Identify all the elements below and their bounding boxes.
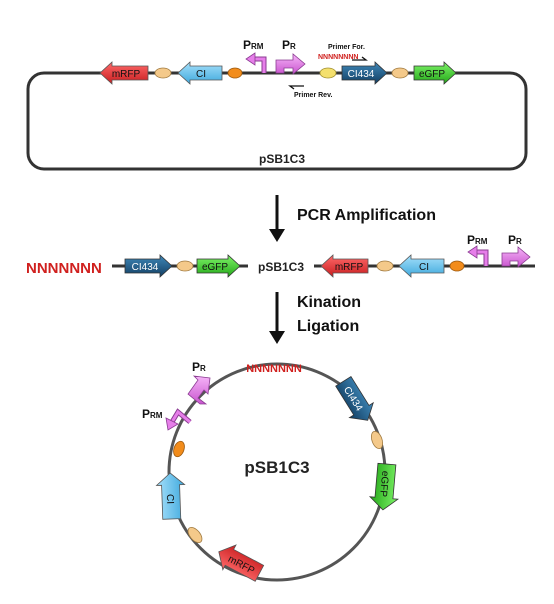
- circle-pr-promoter: PR: [187, 360, 211, 405]
- linear-egfp-label: eGFP: [202, 262, 228, 273]
- top-egfp-label: eGFP: [419, 69, 445, 80]
- top-ci-gene: CI: [177, 61, 223, 85]
- ligation-label: Ligation: [297, 318, 359, 335]
- circle-terminator-2: [187, 526, 203, 544]
- top-mrfp-gene: mRFP: [99, 61, 149, 85]
- linear-overhang: NNNNNNN: [26, 260, 102, 277]
- circle-operator: [173, 440, 185, 458]
- pcr-step-label: PCR Amplification: [297, 207, 436, 224]
- top-terminator-3: [391, 67, 409, 79]
- linear-ci-gene: CI: [398, 254, 445, 278]
- primer-forward-tail: NNNNNNNN: [318, 54, 358, 61]
- circle-pr-label: PR: [192, 360, 206, 374]
- pcr-step: PCR Amplification: [269, 195, 436, 242]
- circle-egfp-gene: eGFP: [368, 462, 400, 511]
- linear-mrfp-label: mRFP: [335, 262, 364, 273]
- linear-terminator-2: [376, 260, 394, 272]
- top-operator: [227, 67, 243, 79]
- top-prm-label: PRM: [243, 38, 264, 52]
- kination-label: Kination: [297, 294, 361, 311]
- linear-prm-label: PRM: [467, 233, 488, 247]
- kination-ligation-step: Kination Ligation: [269, 292, 361, 344]
- linear-pr-label: PR: [508, 233, 522, 247]
- circle-terminator-1: [370, 430, 384, 450]
- linear-ci-label: CI: [419, 262, 429, 273]
- primer-forward-label: Primer For.: [328, 44, 365, 51]
- top-pr-promoter: PR: [275, 38, 306, 75]
- circle-ci-gene: CI: [155, 472, 186, 520]
- linear-ci434-gene: CI434: [124, 254, 173, 278]
- linear-egfp-gene: eGFP: [196, 254, 241, 278]
- top-plasmid-name: pSB1C3: [259, 152, 305, 166]
- top-ci434-label: CI434: [348, 69, 375, 80]
- circular-plasmid: pSB1C3 NNNNNNN CI434 eGFP mRFP CI: [142, 360, 400, 582]
- top-egfp-gene: eGFP: [413, 61, 457, 85]
- circle-prm-label: PRM: [142, 407, 163, 421]
- primer-reverse-label: Primer Rev.: [294, 92, 332, 99]
- top-pr-label: PR: [282, 38, 296, 52]
- circle-prm-promoter: PRM: [142, 407, 192, 431]
- top-ci434-gene: CI434: [341, 61, 388, 85]
- linear-plasmid-name: pSB1C3: [258, 260, 304, 274]
- top-prm-promoter: PRM: [243, 38, 267, 73]
- primer-forward: Primer For. NNNNNNNN: [318, 44, 368, 61]
- top-plasmid: pSB1C3 mRFP CI PRM PR Primer For. NNNNN: [26, 38, 528, 171]
- primer-reverse: Primer Rev.: [288, 85, 332, 99]
- circle-ci-label: CI: [164, 494, 175, 504]
- linear-prm-promoter: PRM: [467, 233, 489, 266]
- top-mrfp-label: mRFP: [112, 69, 141, 80]
- circular-overhang: NNNNNNN: [246, 363, 302, 375]
- circle-egfp-label: eGFP: [377, 470, 390, 497]
- linear-ci434-label: CI434: [132, 262, 159, 273]
- top-terminator-2: [319, 67, 337, 79]
- linear-product: NNNNNNN CI434 eGFP pSB1C3 mRFP CI PRM: [26, 233, 535, 278]
- circular-plasmid-name: pSB1C3: [244, 458, 309, 477]
- linear-operator: [449, 260, 465, 272]
- linear-pr-promoter: PR: [501, 233, 531, 268]
- linear-mrfp-gene: mRFP: [320, 254, 369, 278]
- top-ci-label: CI: [196, 69, 206, 80]
- top-terminator-1: [154, 67, 172, 79]
- linear-terminator-1: [176, 260, 194, 272]
